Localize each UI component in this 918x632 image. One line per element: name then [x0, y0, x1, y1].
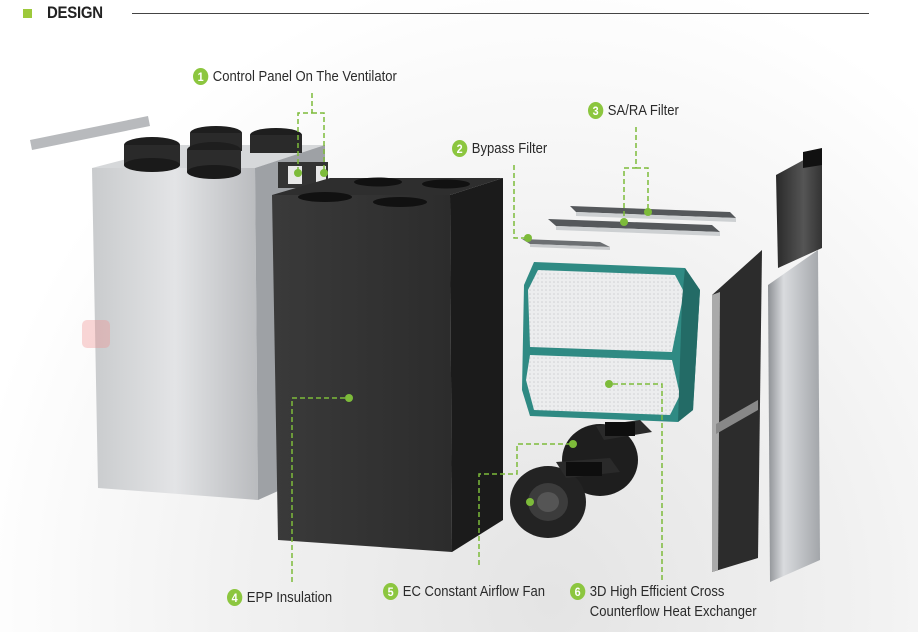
- callout-ec-fan: 5 EC Constant Airflow Fan: [383, 582, 545, 602]
- callout-epp-insulation: 4 EPP Insulation: [227, 588, 332, 608]
- header-divider: [132, 13, 869, 14]
- callout-sa-ra-filter: 3 SA/RA Filter: [588, 101, 679, 121]
- callout-control-panel: 1 Control Panel On The Ventilator: [193, 67, 397, 87]
- front-cover-panel: [768, 250, 820, 582]
- section-title: DESIGN: [47, 3, 103, 22]
- epp-insulation-block: [272, 177, 503, 552]
- callout-bypass-filter: 2 Bypass Filter: [452, 139, 547, 159]
- control-door-panel: [776, 148, 822, 268]
- watermark-badge: [82, 320, 110, 348]
- badge-number-icon: 4: [227, 589, 243, 606]
- badge-number-icon: 5: [383, 583, 399, 600]
- section-header: DESIGN: [0, 0, 918, 30]
- ec-fan-assembly: [510, 420, 652, 538]
- badge-number-icon: 6: [570, 583, 586, 600]
- heat-exchanger-core: [522, 262, 700, 422]
- inner-frame-panel: [712, 250, 762, 572]
- callout-dots: [294, 169, 652, 506]
- section-bullet-icon: [23, 9, 32, 18]
- badge-number-icon: 3: [588, 102, 604, 119]
- badge-number-icon: 1: [193, 68, 209, 85]
- bypass-filter-strip: [522, 239, 610, 250]
- badge-number-icon: 2: [452, 140, 468, 157]
- callout-heat-exchanger: 6 3D High Efficient Cross Counterflow He…: [570, 582, 757, 622]
- sa-ra-filter-strips: [548, 206, 736, 236]
- callout-lines: [291, 93, 663, 582]
